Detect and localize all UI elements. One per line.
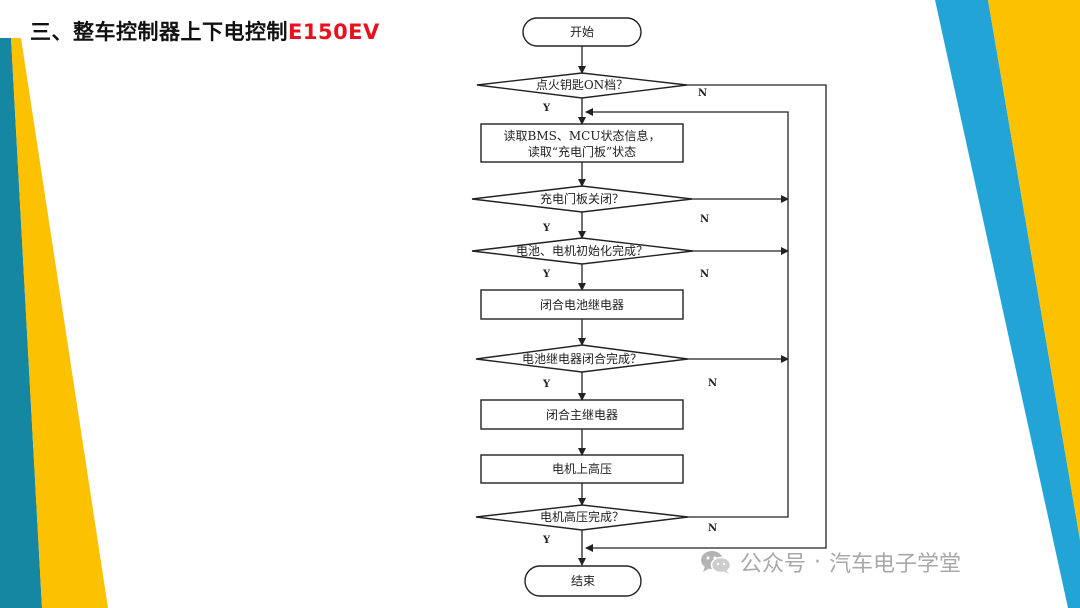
watermark-name: 汽车电子学堂 xyxy=(829,552,962,577)
flow-edges xyxy=(578,46,827,566)
close-main-relay-label: 闭合主继电器 xyxy=(546,407,618,422)
decision-charge-door-label: 充电门板关闭？ xyxy=(540,191,624,206)
label-yes-ignition: Y xyxy=(542,103,551,114)
label-no-battery-relay: N xyxy=(708,378,717,389)
title-text: 三、整车控制器上下电控制 xyxy=(30,20,288,44)
motor-hv-on-label: 电机上高压 xyxy=(552,461,612,476)
end-label: 结束 xyxy=(571,574,595,588)
label-yes-battery-relay: Y xyxy=(542,379,551,390)
decision-ignition-label: 点火钥匙ON档？ xyxy=(536,78,628,92)
branch-labels: Y Y Y Y Y N N N N N xyxy=(542,88,717,546)
decision-battery-relay-label: 电池继电器闭合完成？ xyxy=(522,351,642,366)
label-no-ignition: N xyxy=(698,88,707,99)
read-status-line1: 读取BMS、MCU状态信息， xyxy=(504,128,661,143)
label-yes-init: Y xyxy=(542,269,551,280)
decision-charge-door: 充电门板关闭？ xyxy=(471,185,693,213)
label-no-charge-door: N xyxy=(700,214,709,225)
watermark-separator: · xyxy=(814,549,822,575)
start-node: 开始 xyxy=(522,17,642,47)
start-label: 开始 xyxy=(570,25,594,39)
watermark: 公众号 · 汽车电子学堂 xyxy=(700,546,961,578)
decision-motor-hv-label: 电机高压完成？ xyxy=(540,509,624,524)
right-blue-stripe xyxy=(935,0,1080,608)
watermark-source: 公众号 xyxy=(740,552,807,577)
left-teal-stripe xyxy=(0,38,42,608)
process-motor-hv-on: 电机上高压 xyxy=(480,454,684,484)
wechat-icon xyxy=(701,551,732,574)
decision-motor-hv: 电机高压完成？ xyxy=(475,504,689,531)
close-battery-relay-label: 闭合电池继电器 xyxy=(540,297,624,312)
label-yes-motor-hv: Y xyxy=(542,535,551,546)
right-yellow-stripe xyxy=(988,0,1080,540)
decision-init-label: 电池、电机初始化完成？ xyxy=(516,243,648,258)
label-yes-charge-door: Y xyxy=(542,223,551,234)
label-no-init: N xyxy=(700,269,709,280)
process-read-status: 读取BMS、MCU状态信息， 读取“充电门板”状态 xyxy=(480,123,684,163)
process-close-battery-relay: 闭合电池继电器 xyxy=(480,289,684,320)
end-node: 结束 xyxy=(524,565,642,597)
decision-init: 电池、电机初始化完成？ xyxy=(471,237,694,265)
read-status-line2: 读取“充电门板”状态 xyxy=(528,144,636,159)
label-no-motor-hv: N xyxy=(708,523,717,534)
title-highlight: E150EV xyxy=(288,20,380,44)
decision-ignition: 点火钥匙ON档？ xyxy=(476,72,688,99)
process-close-main-relay: 闭合主继电器 xyxy=(480,399,684,430)
decision-battery-relay: 电池继电器闭合完成？ xyxy=(475,344,689,373)
left-yellow-stripe xyxy=(11,38,108,608)
page-title: 三、整车控制器上下电控制E150EV xyxy=(30,16,380,46)
